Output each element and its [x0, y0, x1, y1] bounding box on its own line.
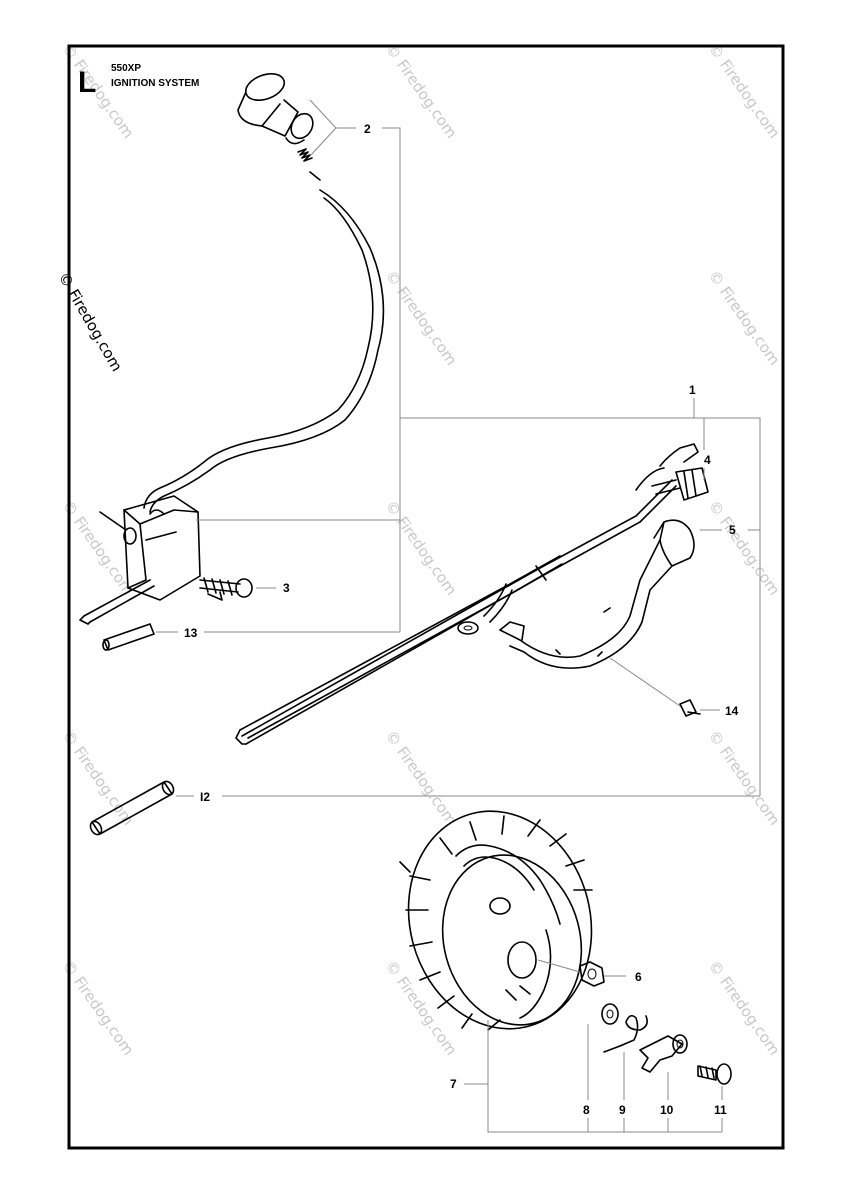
watermark: © Firedog.com [59, 727, 138, 829]
callout-13: 13 [184, 626, 198, 640]
watermark: © Firedog.com [705, 727, 784, 829]
watermark: © Firedog.com [382, 497, 461, 599]
callout-8: 8 [583, 1103, 590, 1117]
screw-3 [199, 577, 253, 601]
watermark: © Firedog.com [382, 957, 461, 1059]
watermark: © Firedog.com [705, 267, 784, 369]
page-frame [67, 44, 785, 1150]
watermark: © Firedog.com [59, 40, 138, 142]
spark-plug-cap [237, 73, 321, 181]
ignition-lead [143, 189, 385, 513]
section-title: IGNITION SYSTEM [111, 78, 199, 89]
watermark-group: © Firedog.com © Firedog.com © Firedog.co… [59, 40, 784, 1059]
washer-8 [601, 1003, 619, 1025]
pawl-10 [639, 1034, 688, 1073]
section-letter: L [78, 66, 96, 99]
nut-6 [579, 961, 605, 987]
flywheel [399, 810, 593, 1031]
watermark: © Firedog.com [59, 957, 138, 1059]
callout-14: 14 [725, 704, 739, 718]
sleeve-13 [102, 623, 155, 651]
leader-lines [156, 99, 761, 1133]
callout-1: 1 [689, 383, 696, 397]
watermark: © Firedog.com [382, 40, 461, 142]
bracket-5 [499, 519, 695, 669]
callout-11: 11 [714, 1103, 727, 1117]
header: L 550XP IGNITION SYSTEM [78, 63, 199, 99]
wire-harness [235, 443, 709, 745]
callout-12: I2 [200, 790, 210, 804]
screw-11 [697, 1063, 732, 1085]
spring-9 [603, 1014, 648, 1053]
tube-12 [89, 780, 175, 836]
screw-14 [679, 699, 701, 717]
callout-10: 10 [660, 1103, 674, 1117]
callout-2: 2 [364, 122, 371, 136]
watermark: © Firedog.com [705, 40, 784, 142]
callout-6: 6 [635, 970, 642, 984]
callout-9: 9 [619, 1103, 626, 1117]
callouts: 1 2 3 4 5 6 7 8 9 10 11 I2 13 14 [184, 122, 739, 1117]
ignition-module [79, 495, 201, 625]
callout-4: 4 [704, 453, 711, 467]
model-label: 550XP [111, 63, 141, 74]
watermark: © Firedog.com [705, 497, 784, 599]
callout-7: 7 [450, 1077, 457, 1091]
callout-3: 3 [283, 581, 290, 595]
callout-5: 5 [729, 523, 736, 537]
watermark: © Firedog.com [705, 957, 784, 1059]
watermark: © Firedog.com [382, 267, 461, 369]
watermark: © Firedog.com [382, 727, 461, 829]
side-watermark: © Firedog.com [55, 269, 126, 375]
